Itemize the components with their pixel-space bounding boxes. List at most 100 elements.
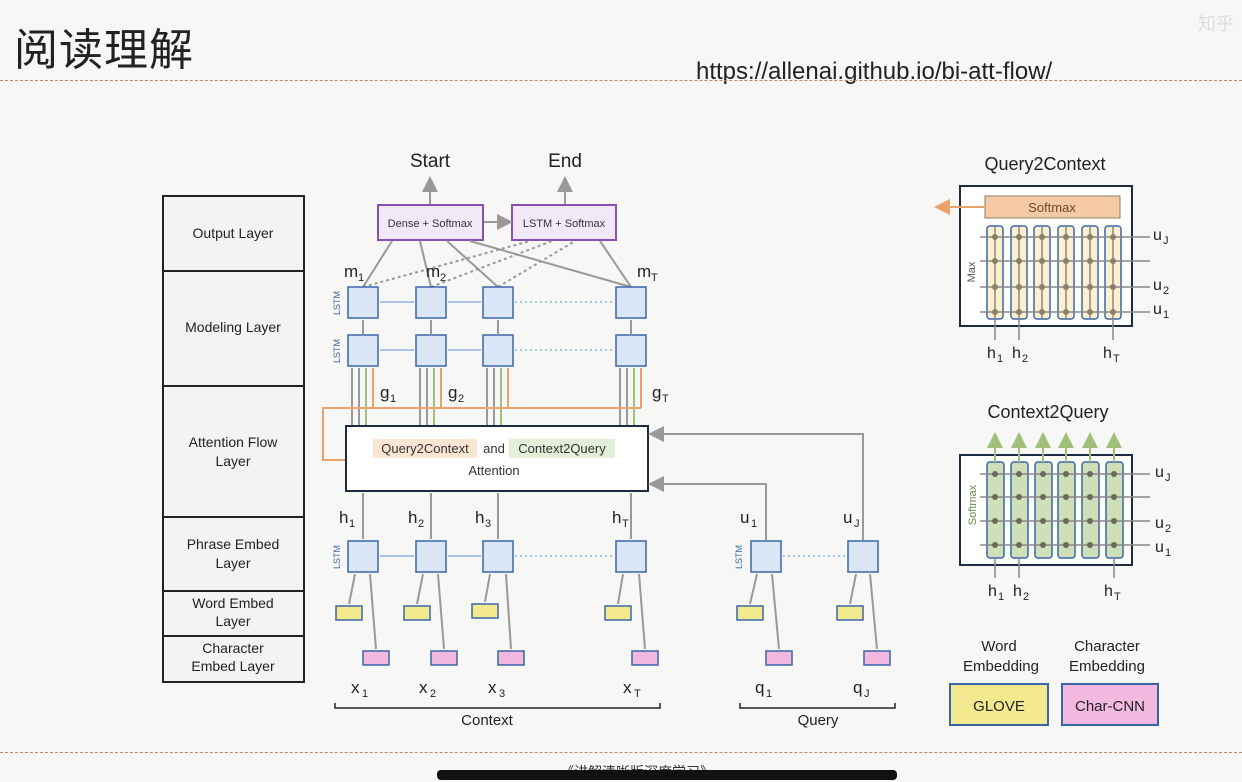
layer-modeling: Modeling Layer [185, 319, 281, 335]
svg-text:h: h [988, 583, 997, 600]
svg-text:2: 2 [418, 518, 424, 530]
q2c-title: Query2Context [984, 154, 1105, 174]
attention-to-modeling [322, 368, 642, 461]
svg-text:h: h [1013, 583, 1022, 600]
output-layer: Start End Dense + Softmax LSTM + Softmax [377, 151, 617, 241]
svg-text:Embedding: Embedding [1069, 658, 1145, 675]
svg-text:Character: Character [1074, 638, 1140, 655]
svg-text:m: m [637, 262, 651, 281]
svg-text:1: 1 [390, 393, 396, 405]
svg-text:T: T [662, 393, 669, 405]
svg-text:h: h [1103, 345, 1112, 362]
svg-text:T: T [651, 272, 658, 284]
svg-text:Softmax: Softmax [1028, 200, 1076, 215]
watermark: 知乎 [1198, 14, 1234, 34]
svg-text:T: T [1113, 353, 1120, 365]
layer-char-line1: Character [202, 640, 264, 656]
legend: Word Embedding Character Embedding GLOVE… [949, 638, 1159, 726]
svg-text:Char-CNN: Char-CNN [1075, 698, 1145, 715]
svg-text:u: u [1153, 277, 1162, 294]
svg-text:2: 2 [1022, 353, 1028, 365]
svg-text:x: x [351, 678, 360, 697]
svg-text:LSTM: LSTM [332, 545, 342, 569]
svg-text:m: m [344, 262, 358, 281]
page-title: 阅读理解 [14, 25, 194, 76]
svg-text:J: J [864, 688, 870, 700]
q2c-tag: Query2Context [381, 441, 469, 456]
svg-text:1: 1 [1163, 309, 1169, 321]
svg-text:2: 2 [440, 272, 446, 284]
svg-text:1: 1 [358, 272, 364, 284]
svg-text:u: u [1155, 464, 1164, 481]
layer-output: Output Layer [193, 225, 274, 241]
svg-text:h: h [408, 508, 417, 527]
svg-text:u: u [843, 508, 852, 527]
and-text: and [483, 441, 505, 456]
c2q-tag: Context2Query [518, 441, 606, 456]
svg-text:Word: Word [981, 638, 1017, 655]
attention-box: Query2Context and Context2Query Attentio… [345, 425, 864, 540]
layer-column: Output Layer Modeling Layer Attention Fl… [162, 195, 305, 683]
svg-text:h: h [987, 345, 996, 362]
svg-text:x: x [419, 678, 428, 697]
context-label: Context [461, 712, 514, 729]
svg-text:u: u [740, 508, 749, 527]
svg-text:Max: Max [966, 261, 978, 282]
c2q-title: Context2Query [987, 402, 1108, 422]
start-label: Start [410, 151, 451, 172]
svg-text:g: g [652, 383, 661, 402]
layer-attention-line1: Attention Flow [189, 434, 279, 450]
layer-attention-line2: Layer [215, 453, 250, 469]
video-control-bar[interactable] [437, 770, 897, 780]
layer-word-line1: Word Embed [192, 595, 273, 611]
lstm-softmax-box [511, 204, 617, 241]
attention-label: Attention [468, 463, 519, 478]
svg-text:3: 3 [485, 518, 491, 530]
svg-text:1: 1 [349, 518, 355, 530]
svg-text:h: h [612, 508, 621, 527]
svg-text:J: J [1163, 235, 1169, 247]
top-divider [0, 80, 1242, 81]
svg-text:3: 3 [499, 688, 505, 700]
svg-text:LSTM: LSTM [332, 291, 342, 315]
glove-swatch [949, 683, 1049, 726]
layer-word-line2: Layer [215, 613, 250, 629]
svg-text:LSTM: LSTM [332, 339, 342, 363]
svg-text:h: h [475, 508, 484, 527]
svg-text:u: u [1155, 539, 1164, 556]
svg-text:Embedding: Embedding [963, 658, 1039, 675]
svg-text:x: x [488, 678, 497, 697]
svg-text:h: h [1012, 345, 1021, 362]
svg-text:m: m [426, 262, 440, 281]
svg-text:T: T [1114, 591, 1121, 603]
svg-text:2: 2 [1163, 285, 1169, 297]
svg-text:J: J [1165, 472, 1171, 484]
svg-text:u: u [1153, 301, 1162, 318]
charcnn-swatch [1061, 683, 1159, 726]
svg-text:Softmax: Softmax [967, 484, 979, 525]
svg-text:2: 2 [458, 393, 464, 405]
svg-text:1: 1 [998, 591, 1004, 603]
svg-text:1: 1 [766, 688, 772, 700]
svg-text:2: 2 [430, 688, 436, 700]
svg-text:LSTM: LSTM [734, 545, 744, 569]
layer-char-line2: Embed Layer [191, 658, 275, 674]
svg-text:1: 1 [1165, 547, 1171, 559]
svg-text:x: x [623, 678, 632, 697]
svg-text:g: g [448, 383, 457, 402]
modeling-to-output [362, 240, 632, 288]
layer-phrase-line2: Layer [215, 555, 250, 571]
query-label: Query [798, 712, 839, 729]
svg-text:g: g [380, 383, 389, 402]
svg-text:1: 1 [997, 353, 1003, 365]
end-label: End [548, 151, 582, 172]
svg-text:J: J [854, 518, 860, 530]
lstm-softmax-label: LSTM + Softmax [523, 218, 606, 230]
svg-text:h: h [1104, 583, 1113, 600]
